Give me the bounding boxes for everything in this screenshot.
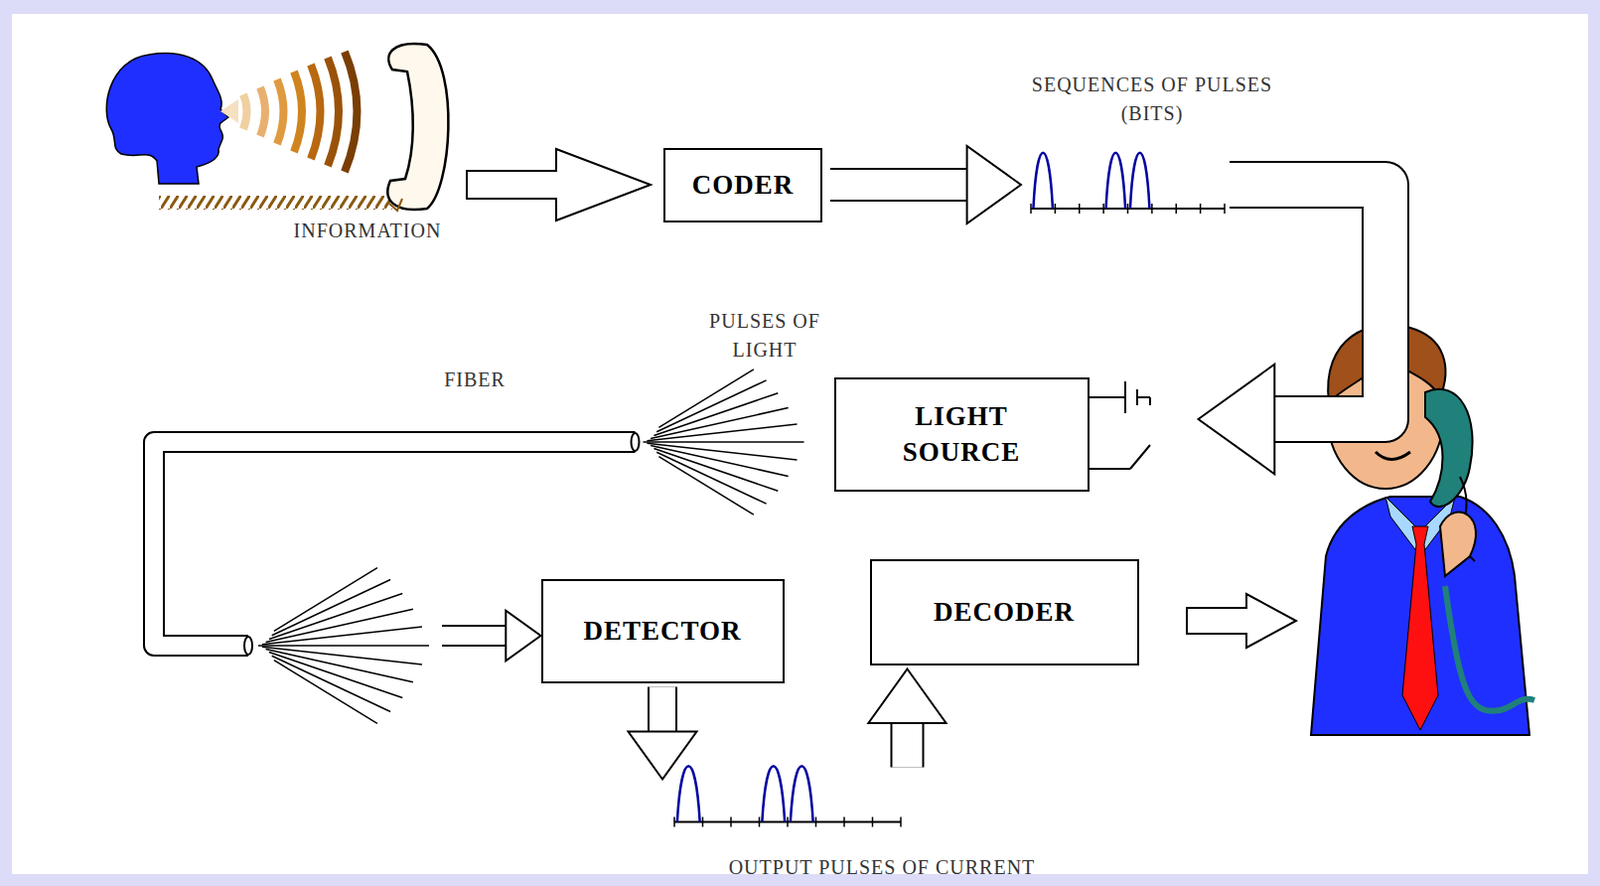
box-label: LIGHT SOURCE xyxy=(876,398,1046,471)
input-arrow xyxy=(466,148,651,221)
box-label: DETECTOR xyxy=(582,612,741,649)
edge-label: OUTPUT PULSES OF CURRENT xyxy=(673,853,1091,882)
annotation-label: PULSES OF LIGHT xyxy=(680,306,850,365)
signal-connector xyxy=(153,369,805,725)
speaker-figure xyxy=(106,43,448,211)
process-box: DETECTOR xyxy=(541,579,785,684)
process-box: DECODER xyxy=(870,559,1140,666)
annotation-label: INFORMATION xyxy=(238,216,497,246)
battery-switch-symbol xyxy=(1089,381,1151,469)
box-label: CODER xyxy=(692,166,795,203)
box-label: DECODER xyxy=(933,593,1075,630)
output-arrow xyxy=(1186,593,1297,648)
edge-label: SEQUENCES OF PULSES (BITS) xyxy=(1018,70,1287,129)
signal-connector xyxy=(628,669,947,828)
annotation-label: FIBER xyxy=(415,365,535,395)
listener-figure xyxy=(1310,324,1535,735)
process-box: CODER xyxy=(663,147,823,223)
process-box: LIGHT SOURCE xyxy=(834,377,1090,492)
